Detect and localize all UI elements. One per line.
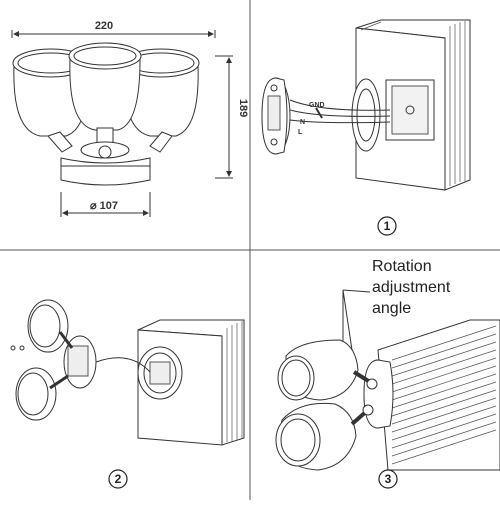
step2-panel: 2 bbox=[10, 299, 245, 489]
wire-n-label: N bbox=[300, 119, 305, 126]
diameter-dimension: ⌀ 107 bbox=[60, 192, 151, 217]
wire-l-label: L bbox=[298, 129, 303, 136]
step1-number: 1 bbox=[384, 219, 391, 233]
step2-mount-plate bbox=[137, 346, 183, 400]
diameter-label: ⌀ 107 bbox=[90, 200, 118, 212]
wires bbox=[289, 99, 391, 124]
wire-gnd-label: GND bbox=[309, 102, 325, 109]
connecting-cable bbox=[95, 357, 151, 373]
step3-lower-lamp bbox=[275, 402, 374, 471]
rotation-label-line2: adjustment bbox=[372, 279, 451, 296]
fixture-front-view bbox=[12, 42, 200, 186]
step3-panel: Rotation adjustment angle bbox=[275, 258, 500, 489]
dimensions-panel: 220 189 ⌀ 107 bbox=[11, 20, 249, 217]
step1-number-badge: 1 bbox=[377, 216, 397, 236]
height-label: 189 bbox=[237, 99, 249, 117]
step3-upper-lamp bbox=[277, 339, 378, 401]
junction-box bbox=[385, 79, 435, 141]
step3-number-badge: 3 bbox=[378, 469, 398, 489]
width-label: 220 bbox=[95, 20, 113, 32]
rotation-label-line3: angle bbox=[372, 300, 411, 317]
step3-canopy bbox=[363, 359, 394, 429]
step2-number-badge: 2 bbox=[108, 469, 128, 489]
fixture-base-back bbox=[261, 77, 291, 155]
step3-number: 3 bbox=[385, 472, 392, 486]
rotation-label: Rotation adjustment angle bbox=[372, 258, 455, 317]
height-dimension: 189 bbox=[215, 55, 249, 179]
width-dimension: 220 bbox=[11, 20, 216, 38]
step1-panel: GND N L 1 bbox=[261, 19, 471, 236]
step2-fixture bbox=[10, 299, 97, 421]
rotation-label-line1: Rotation bbox=[372, 258, 432, 275]
mounting-plate bbox=[351, 78, 381, 152]
step3-wall bbox=[377, 319, 500, 471]
step2-number: 2 bbox=[115, 472, 122, 486]
